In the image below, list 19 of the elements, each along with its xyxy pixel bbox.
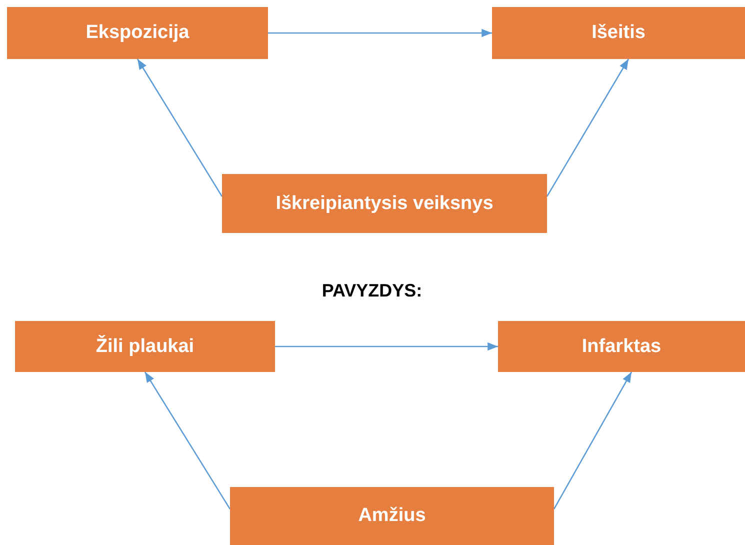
process-box <box>498 321 745 372</box>
arrow <box>144 372 231 510</box>
arrow <box>275 342 498 351</box>
arrow <box>546 58 630 197</box>
node-label: Amžius <box>358 505 426 527</box>
arrow <box>268 28 492 38</box>
process-box <box>230 487 554 545</box>
arrow <box>553 372 632 510</box>
process-box <box>15 321 275 372</box>
process-box <box>222 174 547 233</box>
process-box <box>492 7 745 59</box>
node-label: Infarktas <box>582 336 662 358</box>
example-heading: PAVYZDYS: <box>322 280 422 302</box>
node-label: Žili plaukai <box>96 336 194 358</box>
node-label: Ekspozicija <box>86 22 190 44</box>
arrow <box>136 58 223 197</box>
node-label: Iškreipiantysis veiksnys <box>276 192 494 214</box>
node-label: Išeitis <box>592 22 646 44</box>
process-box <box>7 7 268 59</box>
